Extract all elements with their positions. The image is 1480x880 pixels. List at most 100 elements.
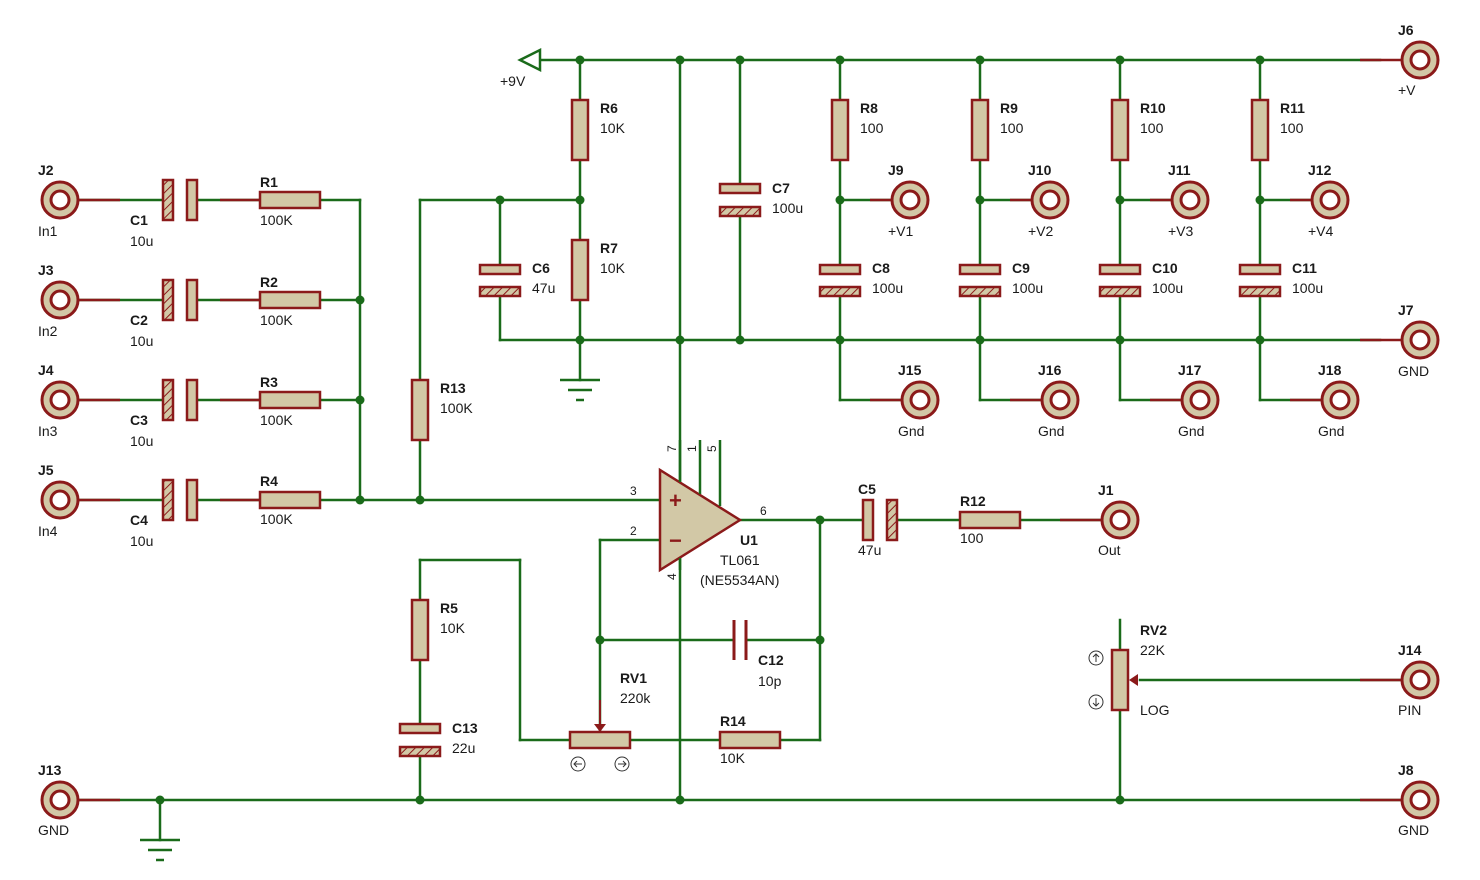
- j7-ref: J7: [1398, 302, 1414, 318]
- j4-label: In3: [38, 423, 58, 439]
- c6-ref: C6: [532, 260, 550, 276]
- capacitor-c5: [861, 498, 875, 542]
- c7-ref: C7: [772, 180, 790, 196]
- j1-ref: J1: [1098, 482, 1114, 498]
- rv1-value: 220k: [620, 690, 651, 706]
- pin-4-label: 4: [665, 573, 679, 580]
- j12-label: +V4: [1308, 223, 1334, 239]
- c12-value: 10p: [758, 673, 782, 689]
- c11-ref: C11: [1292, 260, 1317, 276]
- potentiometer-rv1: [568, 700, 632, 772]
- rv1-ref: RV1: [620, 670, 647, 686]
- jack-j13: [40, 780, 80, 820]
- resistor-r11: [1250, 98, 1270, 162]
- opamp-minus-sign: −: [669, 528, 682, 553]
- j15-ref: J15: [898, 362, 922, 378]
- j3-label: In2: [38, 323, 58, 339]
- c11-value: 100u: [1292, 280, 1323, 296]
- j8-label: GND: [1398, 822, 1429, 838]
- jack-j17: [1180, 380, 1220, 420]
- r14-value: 10K: [720, 750, 746, 766]
- j1-label: Out: [1098, 542, 1121, 558]
- capacitors-vertical: [398, 182, 1282, 758]
- j10-label: +V2: [1028, 223, 1054, 239]
- r6-ref: R6: [600, 100, 618, 116]
- c5-value: 47u: [858, 542, 881, 558]
- j3-ref: J3: [38, 262, 54, 278]
- r2-value: 100K: [260, 312, 293, 328]
- c5-ref: C5: [858, 481, 876, 497]
- r1-ref: R1: [260, 174, 278, 190]
- r5-value: 10K: [440, 620, 466, 636]
- labels: J1 Out J2 In1 J3 In2 J4 In3 J5 In4 J6 +V…: [38, 22, 1429, 838]
- r5-ref: R5: [440, 600, 458, 616]
- pin-1-label: 1: [685, 445, 699, 452]
- resistor-r8: [830, 98, 850, 162]
- j18-ref: J18: [1318, 362, 1342, 378]
- r10-value: 100: [1140, 120, 1164, 136]
- r10-ref: R10: [1140, 100, 1166, 116]
- c2-value: 10u: [130, 333, 153, 349]
- r3-value: 100K: [260, 412, 293, 428]
- jack-j18: [1320, 380, 1360, 420]
- resistor-r12: [958, 510, 1022, 530]
- r11-ref: R11: [1280, 100, 1305, 116]
- c1-ref: C1: [130, 212, 148, 228]
- r7-ref: R7: [600, 240, 618, 256]
- resistor-r5: [410, 598, 430, 662]
- r4-ref: R4: [260, 473, 278, 489]
- r12-ref: R12: [960, 493, 986, 509]
- j14-ref: J14: [1398, 642, 1422, 658]
- r14-ref: R14: [720, 713, 746, 729]
- c2-ref: C2: [130, 312, 148, 328]
- resistor-r4: [258, 490, 322, 510]
- opamp-plus-sign: +: [669, 488, 682, 513]
- jack-j7: [1400, 320, 1440, 360]
- c9-value: 100u: [1012, 280, 1043, 296]
- r7-value: 10K: [600, 260, 626, 276]
- resistors: [258, 98, 1270, 750]
- c9-ref: C9: [1012, 260, 1030, 276]
- opamp-ref: U1: [740, 532, 758, 548]
- c8-ref: C8: [872, 260, 890, 276]
- jack-stubs: [78, 58, 1402, 802]
- c10-value: 100u: [1152, 280, 1183, 296]
- c10-ref: C10: [1152, 260, 1178, 276]
- j16-label: Gnd: [1038, 423, 1064, 439]
- vplus-terminal: +9V: [500, 47, 542, 89]
- c3-ref: C3: [130, 412, 148, 428]
- j9-label: +V1: [888, 223, 914, 239]
- r8-value: 100: [860, 120, 884, 136]
- c13-ref: C13: [452, 720, 478, 736]
- pin-6-label: 6: [760, 504, 767, 518]
- r13-ref: R13: [440, 380, 466, 396]
- j10-ref: J10: [1028, 162, 1052, 178]
- jack-j15: [900, 380, 940, 420]
- jack-j4: [40, 380, 80, 420]
- capacitor-c13: [398, 722, 442, 735]
- jack-j2: [40, 180, 80, 220]
- opamp-part: TL061: [720, 552, 760, 568]
- r2-ref: R2: [260, 274, 278, 290]
- jack-j5: [40, 480, 80, 520]
- vplus-label: +9V: [500, 73, 526, 89]
- j2-label: In1: [38, 223, 58, 239]
- j13-ref: J13: [38, 762, 62, 778]
- j15-label: Gnd: [898, 423, 924, 439]
- capacitor-c9: [958, 263, 1002, 276]
- j5-label: In4: [38, 523, 58, 539]
- r1-value: 100K: [260, 212, 293, 228]
- j12-ref: J12: [1308, 162, 1332, 178]
- j7-label: GND: [1398, 363, 1429, 379]
- c4-ref: C4: [130, 512, 148, 528]
- j11-label: +V3: [1168, 223, 1194, 239]
- capacitor-c10: [1098, 263, 1142, 276]
- opamp-u1: + − 3 2 6 7 1 5 4 U1 TL061 (NE5534AN): [630, 440, 779, 588]
- c13-value: 22u: [452, 740, 475, 756]
- resistor-r1: [258, 190, 322, 210]
- j9-ref: J9: [888, 162, 904, 178]
- j18-label: Gnd: [1318, 423, 1344, 439]
- capacitor-c2: [161, 278, 175, 322]
- jack-j14: [1400, 660, 1440, 700]
